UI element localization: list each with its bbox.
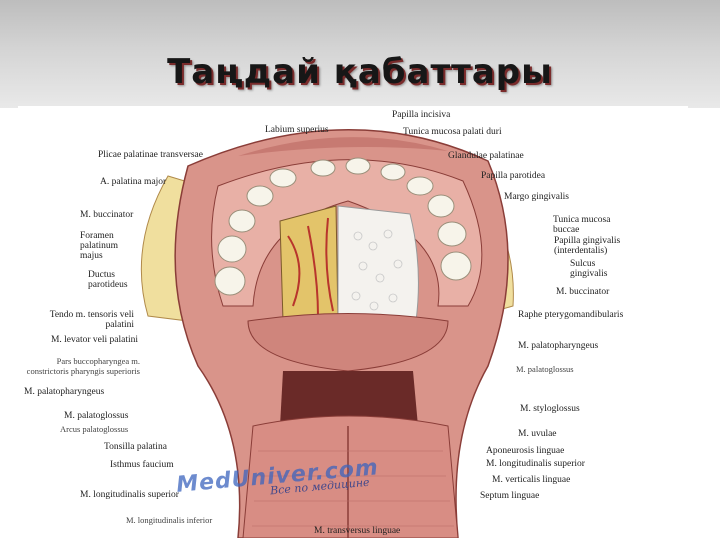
- label-papilla-parotidea: Papilla parotidea: [481, 171, 546, 181]
- label-longitudinalis-inferior: M. longitudinalis inferior: [126, 515, 213, 525]
- label-m-styloglossus: M. styloglossus: [520, 404, 580, 414]
- label-sulcus-gingivalis: Sulcus gingivalis: [570, 259, 608, 279]
- label-isthmus-faucium: Isthmus faucium: [110, 460, 174, 470]
- soft-palate: [247, 313, 449, 372]
- gingival-arch: [211, 159, 483, 307]
- label-foramen-palatinum: Foramen palatinum majus: [80, 231, 118, 261]
- label-m-transversus-linguae: M. transversus linguae: [314, 526, 401, 536]
- label-septum-linguae: Septum linguae: [480, 491, 540, 501]
- label-levator-veli: M. levator veli palatini: [50, 335, 138, 345]
- anatomy-figure: Papilla incisiva Labium superius Tunica …: [18, 106, 688, 538]
- label-m-buccinator-right: M. buccinator: [556, 287, 610, 297]
- slide-title: Таңдай қабаттары: [167, 52, 553, 92]
- palatine-vessel-window: [279, 205, 339, 322]
- label-papilla-gingivalis: Papilla gingivalis (interdentalis): [554, 236, 621, 256]
- label-a-palatina-major: A. palatina major: [100, 177, 167, 187]
- teeth-right: [310, 157, 472, 281]
- label-m-palatoglossus-left: M. palatoglossus: [64, 411, 129, 421]
- label-m-palatopharyngeus-left: M. palatopharyngeus: [24, 387, 105, 397]
- label-tonsilla-palatina: Tonsilla palatina: [104, 442, 167, 452]
- slide-header-background: [0, 0, 720, 108]
- upper-lip: [238, 137, 448, 156]
- label-tendo-tensoris: Tendo m. tensoris veli palatini: [49, 310, 134, 330]
- label-m-buccinator-left: M. buccinator: [80, 210, 134, 220]
- label-arcus-palatoglossus: Arcus palatoglossus: [60, 424, 129, 434]
- label-tunica-mucosa-palati: Tunica mucosa palati duri: [403, 127, 502, 137]
- label-longitudinalis-superior-right: M. longitudinalis superior: [486, 459, 585, 469]
- palatine-glands: [337, 205, 419, 322]
- label-raphe-pterygomandibularis: Raphe pterygomandibularis: [518, 310, 624, 320]
- label-ductus-parotideus: Ductus parotideus: [88, 270, 128, 290]
- label-m-palatopharyngeus-right: M. palatopharyngeus: [518, 341, 599, 351]
- label-m-palatoglossus-right: M. palatoglossus: [516, 364, 574, 374]
- teeth-left: [214, 168, 297, 296]
- label-labium-superius: Labium superius: [265, 125, 329, 135]
- label-pars-buccopharyngea: Pars buccopharyngea m. constrictoris pha…: [26, 356, 140, 376]
- label-papilla-incisiva: Papilla incisiva: [392, 110, 451, 120]
- label-longitudinalis-superior-left: M. longitudinalis superior: [80, 490, 179, 500]
- label-margo-gingivalis: Margo gingivalis: [504, 192, 570, 202]
- tongue: [242, 415, 459, 538]
- label-m-uvulae: M. uvulae: [518, 429, 557, 439]
- label-m-verticalis-linguae: M. verticalis linguae: [492, 475, 571, 485]
- palate-illustration: [140, 129, 514, 538]
- label-aponeurosis-linguae: Aponeurosis linguae: [486, 446, 565, 456]
- label-glandulae-palatinae: Glandulae palatinae: [448, 151, 524, 161]
- label-plicae-palatinae: Plicae palatinae transversae: [98, 150, 203, 160]
- pharynx-opening: [280, 371, 418, 426]
- label-tunica-mucosa-buccae: Tunica mucosa buccae: [553, 215, 611, 235]
